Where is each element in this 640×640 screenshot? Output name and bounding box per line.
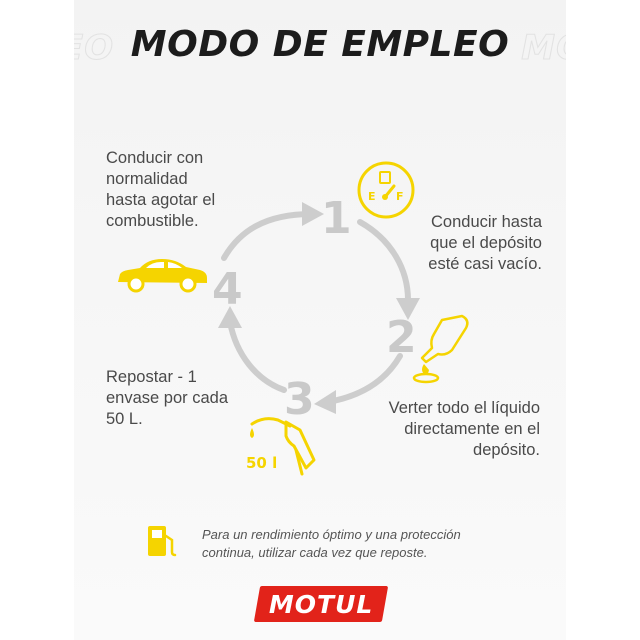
- instructions-panel: EO MO MODO DE EMPLEO 1 2 3 4 Conducir co…: [74, 0, 566, 640]
- usage-note: Para un rendimiento óptimo y una protecc…: [202, 527, 461, 560]
- fuel-pump-icon: [148, 526, 177, 557]
- step-number-1: 1: [321, 193, 352, 244]
- arrow-1-to-2: [357, 219, 411, 303]
- brand-name: MOTUL: [268, 589, 374, 619]
- step-number-4: 4: [212, 264, 243, 315]
- brand-logo: MOTUL: [253, 586, 389, 622]
- arrow-3-to-4: [227, 319, 287, 393]
- arrowhead-1: [302, 202, 324, 226]
- ghost-text-left: EO: [74, 28, 115, 69]
- ghost-text-right: MO: [521, 28, 566, 69]
- bottle-pour-icon: [412, 314, 469, 384]
- step-number-2: 2: [386, 312, 417, 363]
- arrow-4-to-1: [221, 211, 315, 261]
- step-2-text: Verter todo el líquido directamente en e…: [388, 399, 540, 459]
- fuel-volume-label: 50 l: [246, 454, 277, 472]
- step-number-3: 3: [284, 374, 315, 425]
- arrowhead-3: [314, 390, 336, 414]
- car-icon: [118, 259, 207, 293]
- cycle-arrows: [218, 202, 420, 414]
- step-4-text: Conducir con normalidad hasta agotar el …: [106, 149, 216, 230]
- step-3-text: Repostar - 1 envase por cada 50 L.: [106, 368, 229, 428]
- arrow-2-to-3: [325, 353, 403, 405]
- arrowhead-4: [218, 306, 242, 328]
- fuel-gauge-icon: E F: [357, 161, 415, 219]
- fuel-nozzle-icon: 50 l: [246, 417, 316, 476]
- gauge-label-full: F: [396, 190, 404, 203]
- gauge-label-empty: E: [368, 190, 376, 203]
- arrowhead-2: [396, 298, 420, 320]
- step-1-text: Conducir hasta que el depósito esté casi…: [428, 213, 542, 273]
- page-title: MODO DE EMPLEO: [130, 24, 510, 65]
